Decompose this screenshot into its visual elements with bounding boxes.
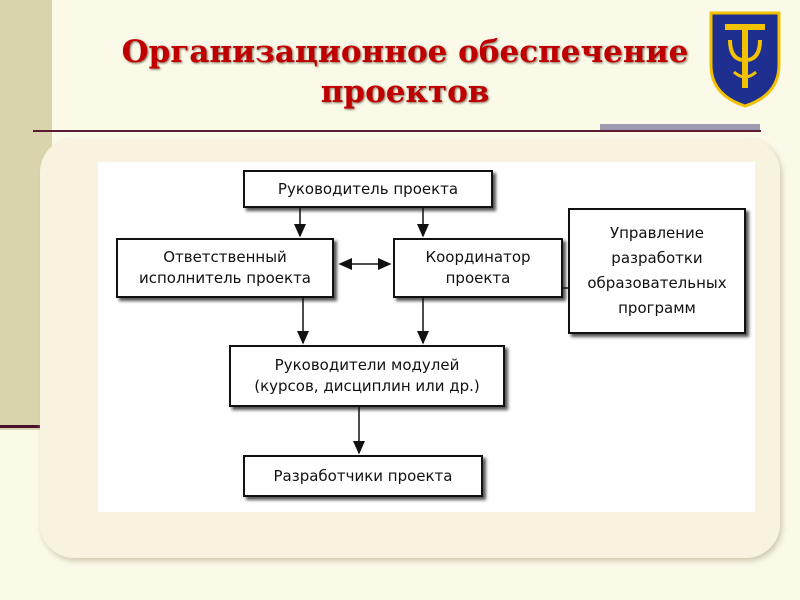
node-developers: Разработчики проекта bbox=[243, 455, 483, 497]
title-line-2: проектов bbox=[320, 74, 490, 110]
node-department-line-4: программ bbox=[618, 299, 696, 317]
node-coordinator-line-2: проекта bbox=[445, 269, 511, 287]
node-developers-label: Разработчики проекта bbox=[273, 466, 453, 485]
node-module-leaders: Руководители модулей (курсов, дисциплин … bbox=[229, 345, 505, 407]
title-line-1: Организационное обеспечение bbox=[121, 34, 689, 70]
title-rule-accent bbox=[600, 124, 760, 132]
node-project-manager: Руководитель проекта bbox=[243, 170, 493, 208]
node-department-line-1: Управление bbox=[609, 224, 705, 242]
node-responsible-executor-line-2: исполнитель проекта bbox=[138, 269, 311, 287]
title-rule bbox=[33, 130, 761, 132]
node-responsible-executor-line-1: Ответственный bbox=[163, 248, 287, 266]
slide-title: Организационное обеспечение проектов bbox=[60, 32, 750, 112]
node-project-manager-label: Руководитель проекта bbox=[277, 179, 459, 198]
node-responsible-executor: Ответственный исполнитель проекта bbox=[116, 238, 334, 298]
left-band-underline bbox=[0, 425, 60, 428]
university-shield-logo bbox=[709, 11, 781, 108]
node-coordinator-line-1: Координатор bbox=[425, 248, 531, 266]
node-module-leaders-line-1: Руководители модулей bbox=[274, 356, 460, 374]
node-department-line-2: разработки bbox=[611, 249, 703, 267]
node-department-line-3: образовательных bbox=[587, 274, 727, 292]
node-coordinator: Координатор проекта bbox=[393, 238, 563, 298]
node-module-leaders-line-2: (курсов, дисциплин или др.) bbox=[254, 377, 480, 395]
node-department: Управление разработки образовательных пр… bbox=[568, 208, 746, 334]
